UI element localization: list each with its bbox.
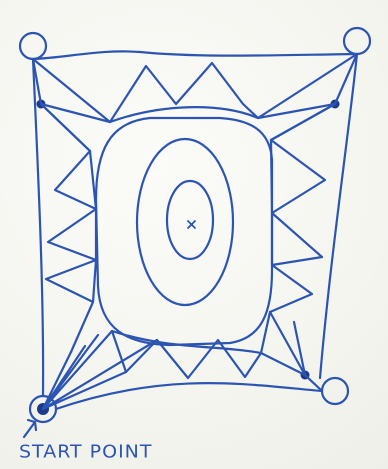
corner-circle-top-left [20,33,46,59]
corner-circle-top-right [344,28,370,54]
inner-rounded-square [96,118,272,345]
start-arrow [24,420,36,437]
start-fan-lines [43,331,157,409]
top-right-fan-lines [258,54,357,140]
top-left-fan-lines [33,59,110,151]
left-zigzag [41,104,96,352]
inner-oval-ring [167,181,213,259]
right-zigzag [270,104,335,312]
outer-oval-ring [137,139,233,305]
bottom-right-fan-lines [261,312,322,391]
center-mark [188,221,195,228]
corner-circle-bottom-right [322,378,348,404]
start-point-label: START POINT [19,442,153,463]
top-zigzag [110,63,258,122]
